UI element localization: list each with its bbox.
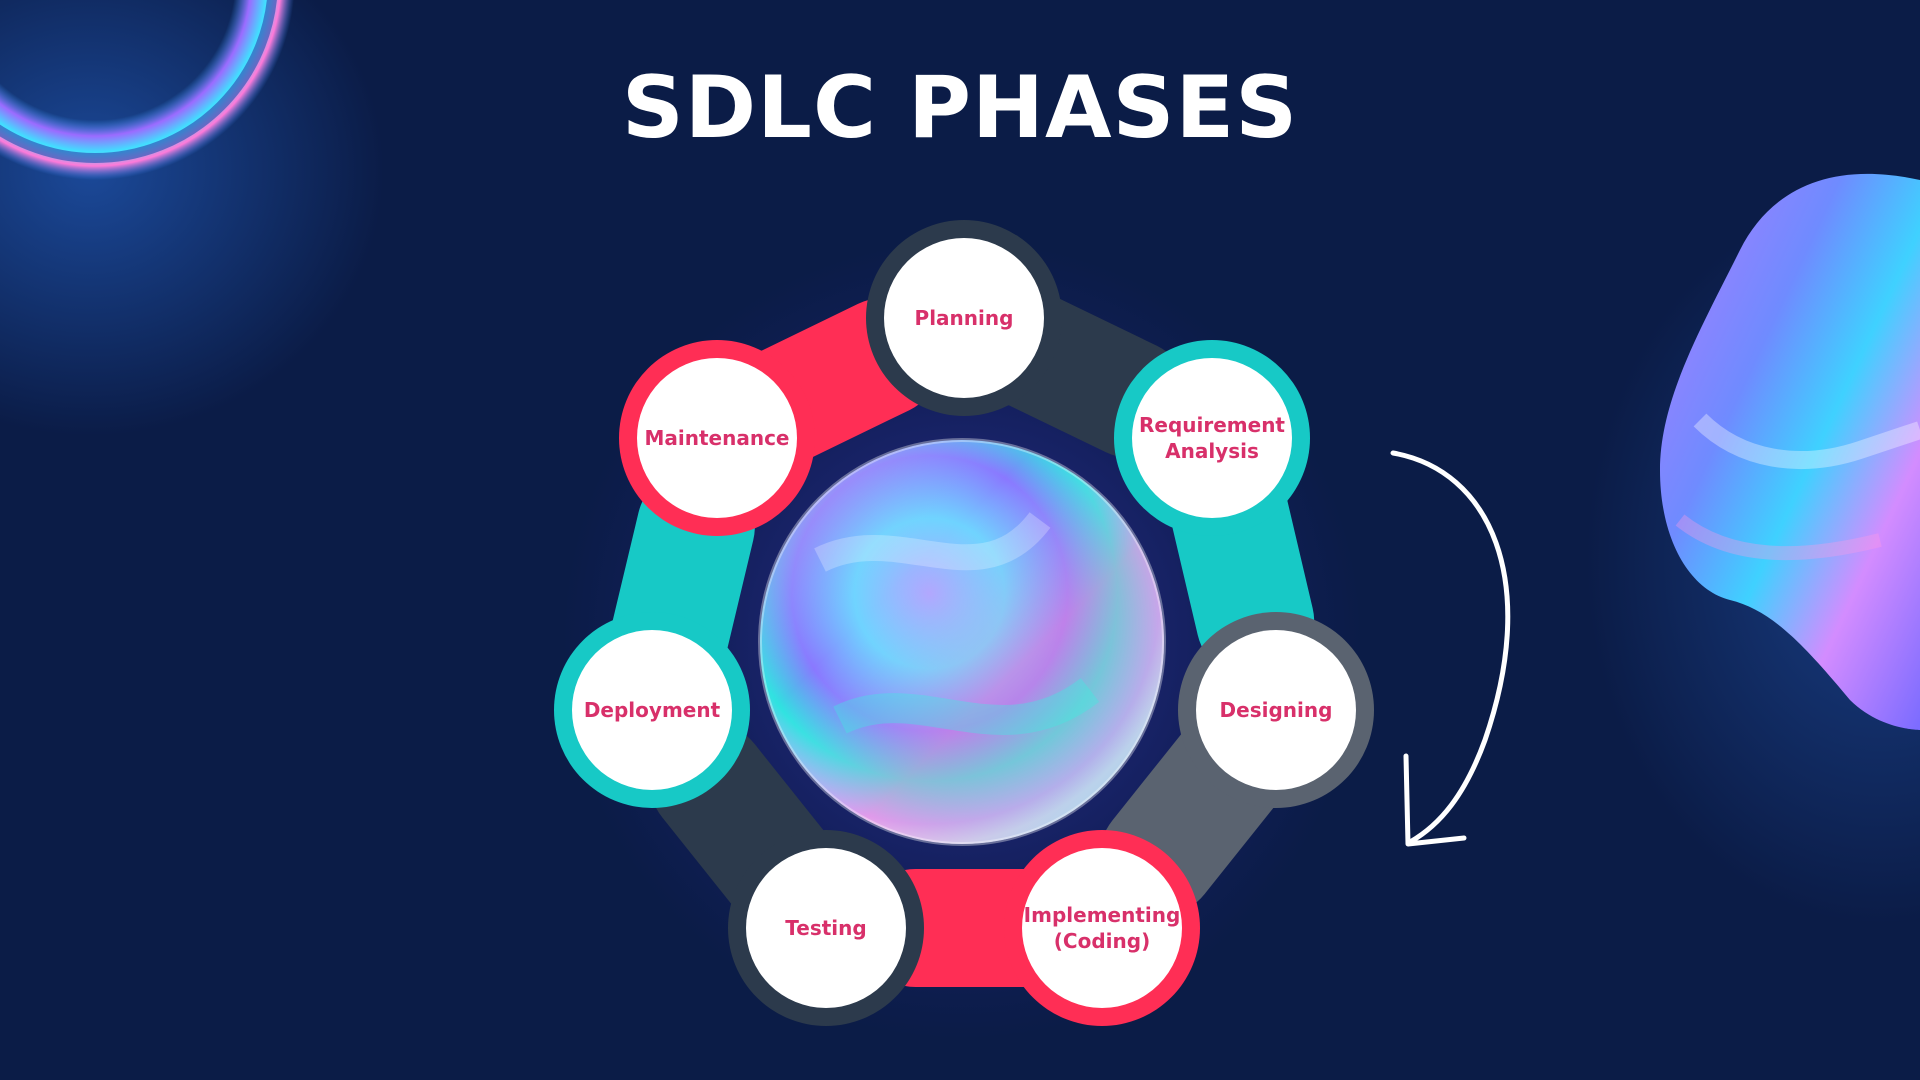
phase-label-line2: Analysis xyxy=(1165,439,1259,463)
phase-circle xyxy=(637,358,797,518)
phase-nodes: PlanningRequirementAnalysisDesigningImpl… xyxy=(554,220,1374,1026)
phase-node-3: Designing xyxy=(1178,612,1374,808)
phase-circle xyxy=(1132,358,1292,518)
curved-arrow-icon xyxy=(1390,450,1511,847)
phase-node-7: Maintenance xyxy=(619,340,815,536)
phase-label: Implementing xyxy=(1024,903,1181,927)
phase-circle xyxy=(1022,848,1182,1008)
page-title: SDLC PHASES xyxy=(621,58,1299,158)
phase-label-line2: (Coding) xyxy=(1054,929,1150,953)
holographic-sphere-icon xyxy=(758,438,1166,846)
phase-node-4: Implementing(Coding) xyxy=(1004,830,1200,1026)
phase-circle xyxy=(884,238,1044,398)
iridescent-blob-icon xyxy=(1660,173,1920,730)
phase-label: Testing xyxy=(785,916,866,940)
phase-label: Designing xyxy=(1220,698,1333,722)
phase-label: Deployment xyxy=(584,698,721,722)
phase-circle xyxy=(1196,630,1356,790)
phase-node-5: Testing xyxy=(728,830,924,1026)
phase-node-1: Planning xyxy=(866,220,1062,416)
iridescent-ring-icon xyxy=(0,0,294,180)
phase-node-6: Deployment xyxy=(554,612,750,808)
phase-label: Planning xyxy=(915,306,1014,330)
phase-circle xyxy=(746,848,906,1008)
phase-label: Maintenance xyxy=(644,426,789,450)
phase-label: Requirement xyxy=(1139,413,1285,437)
phase-circle xyxy=(572,630,732,790)
